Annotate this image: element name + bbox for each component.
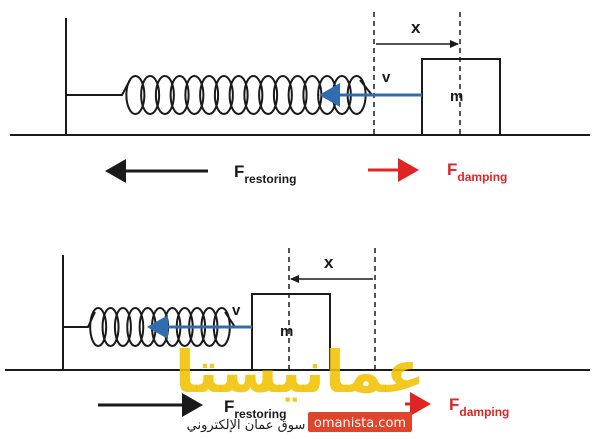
top-mass-block bbox=[421, 58, 501, 136]
bottom-v-label: v bbox=[232, 302, 241, 319]
watermark-domain-badge bbox=[308, 412, 412, 432]
bottom-x-label: x bbox=[324, 253, 334, 272]
bottom-mass-label: m bbox=[280, 323, 293, 340]
top-restoring-force-label: Frestoring bbox=[234, 162, 296, 186]
top-damping-force-label: Fdamping bbox=[447, 160, 507, 184]
bottom-restoring-force-label: Frestoring bbox=[224, 397, 286, 421]
top-panel: x v m Frestoring Fdamping bbox=[10, 12, 590, 186]
top-mass-label: m bbox=[450, 88, 463, 105]
top-spring-tail bbox=[359, 79, 373, 96]
omanista-watermark: عمانيستا سوق عمان الإلكتروني omanista.co… bbox=[175, 338, 425, 433]
top-spring-lead bbox=[66, 79, 131, 96]
watermark-arabic-tagline: سوق عمان الإلكتروني bbox=[187, 418, 306, 433]
bottom-spring-lead bbox=[63, 311, 96, 328]
watermark-domain: omanista.com bbox=[314, 416, 406, 431]
top-v-label: v bbox=[382, 69, 391, 86]
bottom-damping-force-label: Fdamping bbox=[449, 395, 509, 419]
watermark-arabic-logo: عمانيستا bbox=[175, 338, 425, 406]
bottom-panel: x v m Frestoring Fdamping bbox=[5, 248, 590, 421]
top-x-label: x bbox=[411, 18, 421, 37]
bottom-mass-block bbox=[251, 293, 331, 371]
